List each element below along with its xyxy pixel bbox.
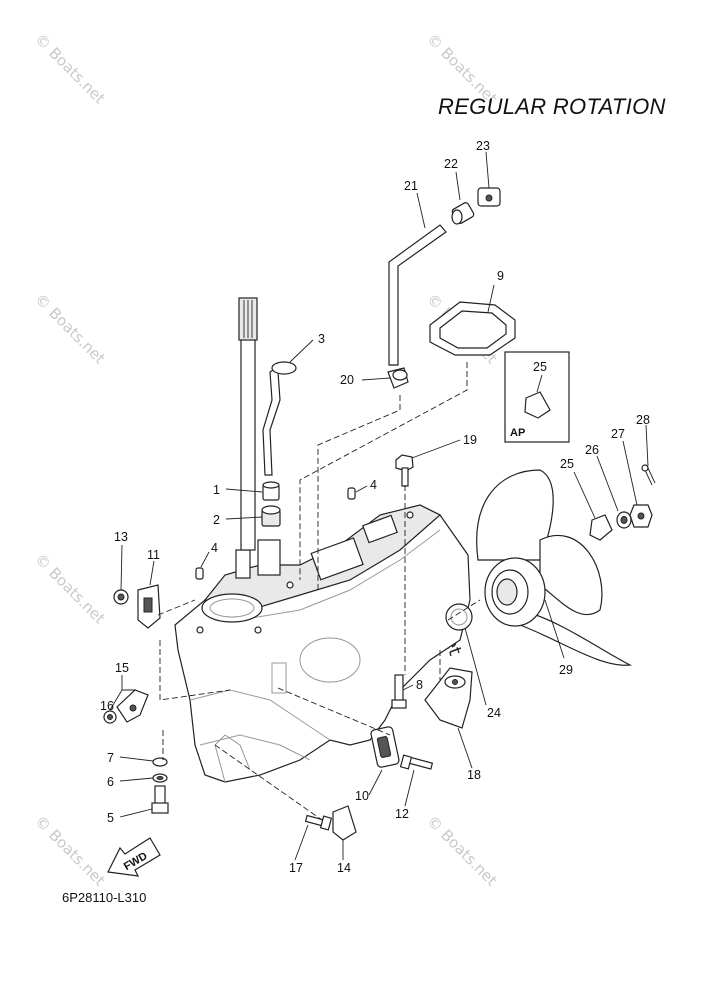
propeller — [476, 469, 633, 666]
bolt-17 — [304, 814, 333, 831]
callouts: 1 2 3 4 4 5 6 7 8 9 10 11 12 13 14 15 16… — [100, 139, 650, 875]
drawing-code: 6P28110-L310 — [62, 890, 147, 905]
callout: 25 — [560, 457, 574, 471]
callout: 12 — [395, 807, 409, 821]
callout: 1 — [213, 483, 220, 497]
callout: 24 — [487, 706, 501, 720]
callout: 21 — [404, 179, 418, 193]
callout: 13 — [114, 530, 128, 544]
ap-inset — [504, 351, 570, 443]
cotter-pin — [641, 464, 656, 486]
callout: 18 — [467, 768, 481, 782]
washer-26 — [616, 511, 632, 529]
callout: 4 — [370, 478, 377, 492]
lower-casing — [174, 504, 471, 783]
bolt-5 — [151, 785, 169, 814]
callout: 6 — [107, 775, 114, 789]
nut-16 — [103, 710, 117, 724]
bushing-1 — [262, 481, 280, 501]
washer-7 — [152, 757, 168, 767]
inset-label: AP — [510, 427, 525, 439]
callout: 20 — [340, 373, 354, 387]
callout: 16 — [100, 699, 114, 713]
grommet-20 — [387, 367, 409, 389]
callout: 2 — [213, 513, 220, 527]
callout: 11 — [147, 548, 160, 562]
callout: 8 — [416, 678, 423, 692]
callout: 14 — [337, 861, 351, 875]
callout: 15 — [115, 661, 129, 675]
bracket-11 — [137, 584, 161, 629]
spacer-25 — [589, 514, 613, 541]
drive-shaft — [238, 297, 258, 551]
seal-23 — [477, 187, 501, 207]
seal-2 — [261, 505, 281, 527]
callout: 10 — [355, 789, 369, 803]
shift-rod — [262, 361, 297, 476]
fwd-arrow-icon — [107, 837, 161, 877]
callout: 26 — [585, 443, 599, 457]
dowel-pin — [195, 567, 204, 580]
gasket-9 — [429, 301, 516, 356]
dowel-pin — [347, 487, 356, 500]
callout: 9 — [497, 269, 504, 283]
callout: 7 — [107, 751, 114, 765]
callout: 3 — [318, 332, 325, 346]
diagram-title: REGULAR ROTATION — [438, 94, 666, 119]
callout: 29 — [559, 663, 573, 677]
assembly-lines — [157, 362, 481, 821]
anode-14 — [332, 805, 357, 841]
water-tube — [388, 224, 447, 366]
callout: 4 — [211, 541, 218, 555]
clip-15 — [116, 689, 149, 723]
bolt-19 — [395, 454, 414, 487]
callout: 23 — [476, 139, 490, 153]
callout: 27 — [611, 427, 625, 441]
thrust-washer — [445, 603, 473, 631]
callout: 28 — [636, 413, 650, 427]
bolt-12 — [399, 754, 434, 770]
anode-10 — [370, 726, 400, 768]
nut-27 — [629, 504, 653, 528]
callout: 5 — [107, 811, 114, 825]
nut-13 — [113, 589, 129, 605]
callout: 19 — [463, 433, 477, 447]
grommet-22 — [451, 202, 475, 225]
leader-lines — [109, 151, 649, 861]
washer-6 — [152, 773, 168, 783]
trim-tab — [424, 667, 473, 729]
callout: 17 — [289, 861, 303, 875]
callout: 22 — [444, 157, 458, 171]
callout: 25 — [533, 360, 547, 374]
